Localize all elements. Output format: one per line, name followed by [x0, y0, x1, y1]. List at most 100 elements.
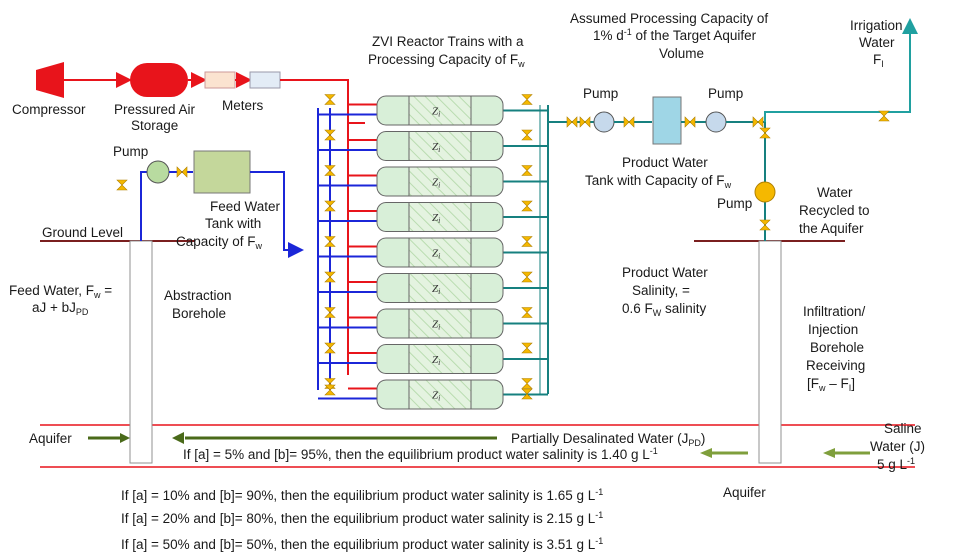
infiltration-label-5: [Fw – FI] [807, 376, 855, 393]
feed-tank-label-1: Feed Water [210, 199, 281, 214]
irrigation-label-3: FI [873, 52, 884, 69]
infiltration-label-1: Infiltration/ [803, 304, 866, 319]
saline-label-1: Saline [884, 421, 922, 436]
reactor-core [408, 237, 472, 268]
air-storage-label-2: Storage [131, 118, 178, 133]
scenario-line-4: If [a] = 50% and [b]= 50%, then the equi… [121, 536, 603, 552]
reactor-core [408, 95, 472, 126]
feed-pipe-borehole [140, 171, 147, 241]
reactor-core [408, 166, 472, 197]
assumed-capacity-1: Assumed Processing Capacity of [570, 11, 768, 26]
recycled-label-1: Water [817, 185, 853, 200]
reactor-title-1: ZVI Reactor Trains with a [372, 34, 524, 49]
reactor-core [408, 131, 472, 161]
product-tank-label-1: Product Water [622, 155, 708, 170]
feed-water-tank [193, 150, 251, 194]
valve-icon [521, 342, 533, 354]
product-pump-right-label: Pump [708, 86, 743, 101]
valve-icon [324, 200, 336, 212]
abstraction-label-2: Borehole [172, 306, 226, 321]
meter-1-icon [204, 71, 236, 89]
recycle-pump-icon [754, 181, 776, 203]
recycled-label-2: Recycled to [799, 203, 870, 218]
valve-icon [878, 110, 890, 122]
air-storage-label-1: Pressured Air [114, 102, 196, 117]
feed-pump-label: Pump [113, 144, 148, 159]
valve-icon [521, 129, 533, 141]
reactor-title-2: Processing Capacity of Fw [368, 52, 525, 69]
feed-tank-label-2: Tank with [205, 216, 261, 231]
valve-icon [116, 179, 128, 191]
feed-pipe-to-manifold [250, 171, 304, 258]
compressor-icon [36, 62, 64, 98]
reactor-core [408, 379, 472, 410]
reactor-label: Zi [432, 106, 440, 119]
ground-level-label: Ground Level [42, 225, 123, 240]
irrigation-label-2: Water [859, 35, 895, 50]
valve-icon [684, 116, 696, 128]
scenario-line-1: If [a] = 5% and [b]= 95%, then the equil… [183, 446, 658, 462]
aquifer-arrow-right-head [700, 448, 712, 458]
valve-icon [324, 129, 336, 141]
reactor-label: Zi [432, 319, 440, 332]
aquifer-arrow-left-head [120, 433, 130, 443]
reactor-core [408, 273, 472, 303]
product-pump-left-icon [593, 111, 615, 133]
valve-icon [752, 116, 764, 128]
valve-icon [324, 342, 336, 354]
valve-icon [566, 116, 578, 128]
scenario-line-2: If [a] = 10% and [b]= 90%, then the equi… [121, 487, 603, 503]
scenario-line-3: If [a] = 20% and [b]= 80%, then the equi… [121, 510, 603, 526]
valve-icon [759, 127, 771, 139]
valve-icon [324, 165, 336, 176]
irrigation-label-1: Irrigation [850, 18, 903, 33]
valve-icon [324, 307, 336, 318]
saline-arrow-head [823, 448, 835, 458]
meter-2-icon [249, 71, 281, 89]
assumed-capacity-3: Volume [659, 46, 704, 61]
salinity-label-3: 0.6 FW salinity [622, 301, 707, 318]
valve-icon [521, 200, 533, 212]
infiltration-label-2: Injection [808, 322, 858, 337]
aquifer-arrow-center-head [172, 432, 184, 444]
reactor-label: Zi [432, 283, 440, 296]
compressor-label: Compressor [12, 102, 86, 117]
assumed-capacity-2: 1% d-1 of the Target Aquifer [593, 27, 757, 43]
valve-icon [521, 94, 533, 105]
valve-icon [623, 116, 635, 128]
reactor-label: Zi [432, 390, 440, 403]
valve-icon [521, 378, 533, 389]
saline-label-2: Water (J) [870, 439, 925, 454]
valve-icon [521, 165, 533, 176]
partially-desalinated-label: Partially Desalinated Water (JPD) [511, 431, 705, 448]
product-pump-left-label: Pump [583, 86, 618, 101]
salinity-label-2: Salinity, = [632, 283, 690, 298]
reactor-label: Zi [432, 177, 440, 190]
reactor-label: Zi [432, 141, 440, 154]
infiltration-label-3: Borehole [810, 340, 864, 355]
saline-label-3: 5 g L-1 [877, 456, 915, 472]
infiltration-label-4: Receiving [806, 358, 865, 373]
product-tank-label-2: Tank with Capacity of Fw [585, 173, 732, 190]
abstraction-borehole [129, 240, 153, 464]
valve-icon [324, 384, 336, 396]
feed-water-label-2: aJ + bJPD [32, 300, 89, 317]
valve-icon [176, 166, 188, 178]
valve-icon [324, 236, 336, 247]
aquifer-label-right: Aquifer [723, 485, 766, 500]
feed-water-label-1: Feed Water, Fw = [9, 283, 112, 300]
product-water-tank [652, 96, 682, 145]
recycled-label-3: the Aquifer [799, 221, 864, 236]
valve-icon [521, 236, 533, 247]
valve-icon [521, 307, 533, 318]
valve-icon [324, 94, 336, 105]
air-line-4 [280, 79, 365, 124]
injection-borehole [758, 240, 782, 464]
salinity-label-1: Product Water [622, 265, 708, 280]
recycle-pump-label: Pump [717, 196, 752, 211]
reactor-label: Zi [432, 248, 440, 261]
valve-icon [579, 116, 591, 128]
reactor-label: Zi [432, 212, 440, 225]
valve-icon [324, 271, 336, 283]
